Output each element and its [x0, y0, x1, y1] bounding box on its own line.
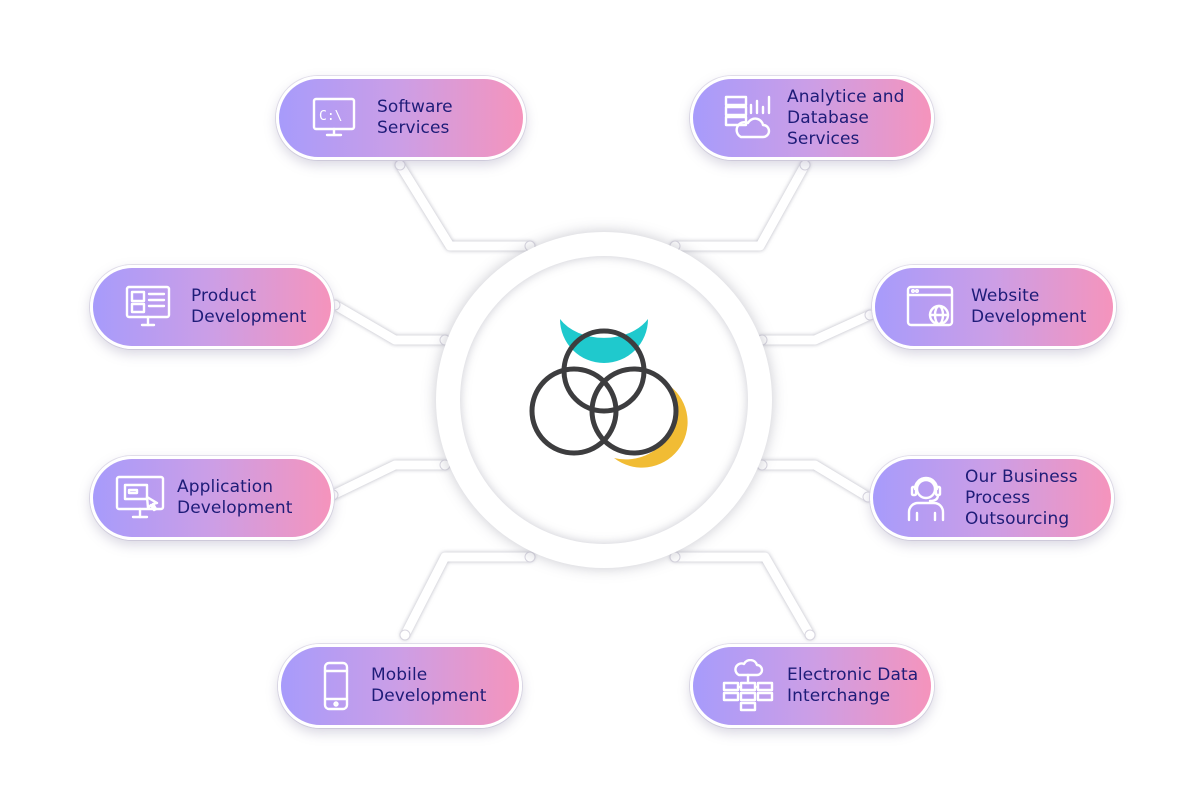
logo-crescent-top — [560, 319, 648, 363]
edi-label: Electronic Data Interchange — [787, 665, 919, 706]
node-business-process[interactable]: Our Business Process Outsourcing — [870, 456, 1114, 540]
analytics-label: Analytice and Database Services — [787, 86, 905, 149]
mobile-development-label: Mobile Development — [371, 665, 487, 706]
cloud-network-icon — [719, 657, 777, 715]
connector-analytics — [670, 160, 810, 251]
connector-product-development — [330, 300, 450, 345]
logo-crescent-right — [614, 386, 688, 468]
node-analytics[interactable]: Analytice and Database Services — [690, 76, 934, 160]
connector-website-development — [757, 310, 875, 345]
connector-business-process — [757, 460, 873, 502]
connector-dot — [394, 159, 406, 171]
business-process-label: Our Business Process Outsourcing — [965, 466, 1078, 529]
smartphone-icon — [307, 657, 365, 715]
connector-application-development — [328, 460, 450, 500]
node-website-development[interactable]: Website Development — [872, 265, 1116, 349]
application-development-label: Application Development — [177, 477, 293, 518]
connector-dot — [524, 551, 536, 563]
database-cloud-icon — [719, 89, 777, 147]
connector-edi — [670, 552, 815, 640]
node-software-services[interactable]: C:\ Software Services — [276, 76, 526, 160]
headset-agent-icon — [897, 469, 955, 527]
connector-dot — [804, 629, 816, 641]
node-edi[interactable]: Electronic Data Interchange — [690, 644, 934, 728]
browser-globe-icon — [901, 278, 959, 336]
software-services-label: Software Services — [377, 97, 453, 138]
connector-software-services — [395, 160, 535, 251]
connector-mobile-development — [400, 552, 535, 640]
monitor-dashboard-icon — [119, 278, 177, 336]
product-development-label: Product Development — [191, 286, 307, 327]
monitor-cursor-icon — [111, 469, 169, 527]
center-hub — [460, 256, 748, 544]
node-application-development[interactable]: Application Development — [90, 456, 334, 540]
terminal-icon: C:\ — [305, 89, 363, 147]
logo-ring-top — [561, 328, 647, 414]
node-mobile-development[interactable]: Mobile Development — [278, 644, 522, 728]
company-logo — [526, 319, 688, 472]
connector-dot — [399, 629, 411, 641]
connector-dot — [799, 159, 811, 171]
website-development-label: Website Development — [971, 286, 1087, 327]
node-product-development[interactable]: Product Development — [90, 265, 334, 349]
terminal-icon-text: C:\ — [319, 109, 342, 124]
